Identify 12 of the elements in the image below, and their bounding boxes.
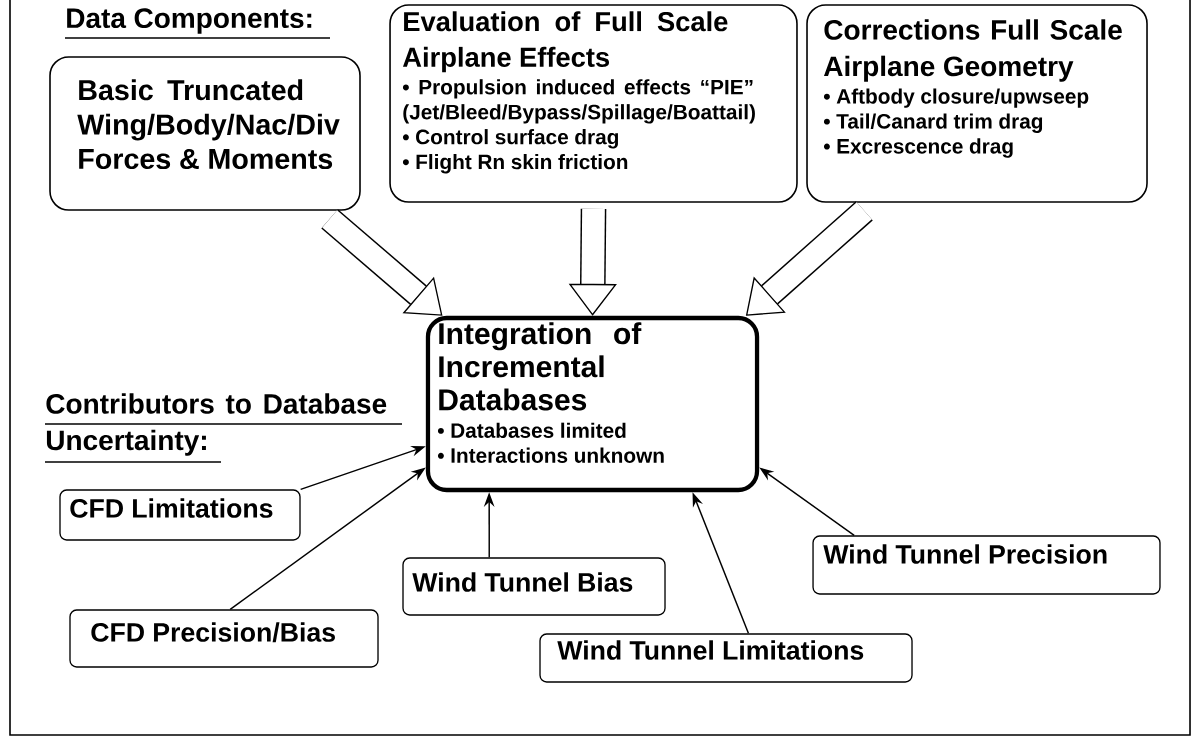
process-box: CFD Precision/Bias [69,609,379,668]
process-box: Wind Tunnel Bias [402,557,666,616]
section-heading: Contributors to Database Uncertainty: [44,393,403,463]
process-box: Evaluation of Full Scale Airplane Effects • Propulsion induced effects “PIE” (Jet/Bleed/Bypass/Spillage/Boattail) • Control surface drag • Flight Rn skin friction [389,4,798,203]
process-box: Corrections Full Scale Airplane Geometry • Aftbody closure/upwseep • Tail/Canard trim drag • Excrescence drag [806,4,1148,203]
process-box: Basic Truncated Wing/Body/Nac/Div Forces & Moments [49,56,361,211]
section-heading: Data Components: [64,8,331,39]
block-arrow [321,209,443,316]
process-box: Wind Tunnel Limitations [539,633,913,683]
process-box: Wind Tunnel Precision [812,535,1161,595]
process-box: Integration of Incremental Databases • Databases limited • Interactions unknown [425,315,760,493]
process-box: CFD Limitations [59,489,301,541]
